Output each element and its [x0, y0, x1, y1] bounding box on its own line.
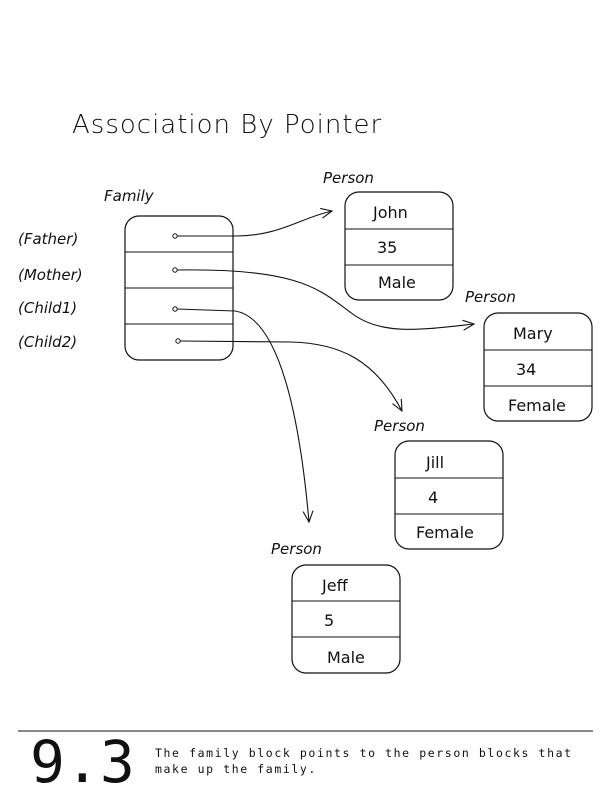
- pointer-dot-child1: [172, 306, 178, 312]
- person-block-outline: [291, 564, 401, 674]
- family-block: [124, 215, 234, 361]
- slot-label-child1: (Child1): [18, 299, 77, 317]
- person-block-outline: [483, 312, 593, 422]
- pointer-arrow-mother: [176, 269, 474, 329]
- person-label: Person: [465, 288, 516, 306]
- person-label: Person: [374, 417, 425, 435]
- diagram-title: Association By Pointer: [72, 110, 382, 140]
- person-name: Jeff: [321, 576, 349, 595]
- pointer-arrow-father: [177, 211, 332, 237]
- person-age: 4: [428, 488, 438, 507]
- pointer-arrow-child1: [176, 308, 309, 522]
- person-sex: Male: [327, 648, 365, 667]
- person-name: John: [372, 203, 408, 222]
- figure-caption-line2: make up the family.: [155, 762, 317, 776]
- person-block-outline: [394, 440, 504, 550]
- person-name: Jill: [425, 453, 444, 472]
- pointer-dot-child2: [175, 338, 181, 344]
- pointer-dot-father: [172, 233, 178, 239]
- slot-label-father: (Father): [18, 230, 78, 248]
- slot-label-child2: (Child2): [18, 333, 77, 351]
- person-block-mary: [483, 312, 593, 422]
- person-age: 34: [516, 360, 536, 379]
- person-age: 35: [377, 238, 397, 257]
- person-label: Person: [271, 540, 322, 558]
- person-block-outline: [344, 191, 454, 301]
- person-sex: Male: [378, 273, 416, 292]
- figure-caption-line1: The family block points to the person bl…: [155, 746, 573, 760]
- pointer-arrow-child2: [179, 340, 402, 411]
- person-sex: Female: [508, 396, 566, 415]
- person-age: 5: [324, 611, 334, 630]
- person-sex: Female: [416, 523, 474, 542]
- pointer-dot-mother: [172, 267, 178, 273]
- person-block-john: [344, 191, 454, 301]
- person-block-jill: [394, 440, 504, 550]
- person-block-jeff: [291, 564, 401, 674]
- person-name: Mary: [513, 324, 553, 343]
- family-label: Family: [104, 187, 155, 205]
- person-label: Person: [323, 169, 374, 187]
- figure-number: 9.3: [30, 728, 135, 792]
- slot-label-mother: (Mother): [18, 266, 83, 284]
